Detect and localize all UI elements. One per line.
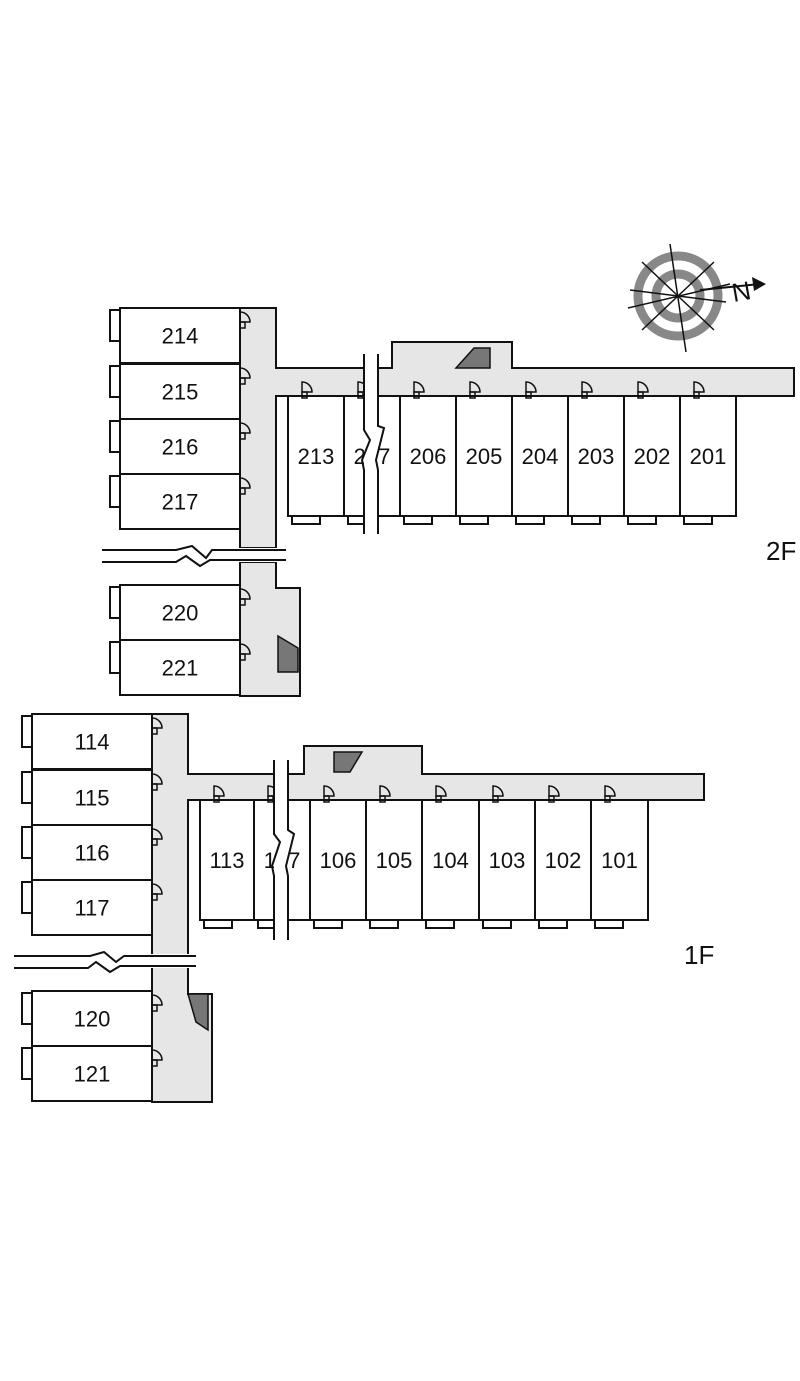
door-icon bbox=[239, 643, 251, 661]
door-icon bbox=[239, 588, 251, 606]
door-icon bbox=[301, 381, 313, 399]
room-number: 117 bbox=[74, 896, 109, 921]
room-204[interactable]: 204 bbox=[511, 381, 569, 525]
room-number: 121 bbox=[74, 1062, 111, 1087]
door-icon bbox=[637, 381, 649, 399]
room-214[interactable]: 214 bbox=[109, 307, 251, 364]
stair-icon bbox=[187, 751, 364, 1032]
door-icon bbox=[492, 785, 504, 803]
door-icon bbox=[379, 785, 391, 803]
room-number: 221 bbox=[162, 656, 199, 681]
room-121[interactable]: 121 bbox=[21, 1045, 163, 1102]
room-number: 202 bbox=[634, 444, 671, 469]
room-117[interactable]: 117 bbox=[21, 879, 163, 936]
floor-label-1f: 1F bbox=[684, 940, 714, 970]
room-104[interactable]: 104 bbox=[421, 785, 480, 929]
break-line-icon bbox=[14, 760, 296, 974]
room-number: 214 bbox=[162, 324, 199, 349]
door-icon bbox=[239, 422, 251, 440]
compass-icon: N bbox=[627, 243, 766, 353]
door-icon bbox=[525, 381, 537, 399]
door-icon bbox=[323, 785, 335, 803]
room-120[interactable]: 120 bbox=[21, 990, 163, 1047]
room-114[interactable]: 114 bbox=[21, 713, 163, 770]
room-number: 105 bbox=[376, 848, 413, 873]
stair-icon bbox=[277, 347, 491, 673]
room-215[interactable]: 215 bbox=[109, 363, 251, 420]
room-203[interactable]: 203 bbox=[567, 381, 625, 525]
door-icon bbox=[435, 785, 447, 803]
door-icon bbox=[151, 1049, 163, 1067]
room-220[interactable]: 220 bbox=[109, 584, 251, 641]
room-217[interactable]: 217 bbox=[109, 473, 251, 530]
room-115[interactable]: 115 bbox=[21, 769, 163, 826]
room-106[interactable]: 106 bbox=[309, 785, 367, 929]
door-icon bbox=[151, 717, 163, 735]
room-216[interactable]: 216 bbox=[109, 418, 251, 475]
wing-rooms-2f: 214 215 216 217 220 221 bbox=[109, 307, 251, 696]
floor-label-2f: 2F bbox=[766, 536, 796, 566]
corridor-1f-wing-lower bbox=[151, 965, 213, 1103]
room-206[interactable]: 206 bbox=[399, 381, 457, 525]
door-icon bbox=[151, 828, 163, 846]
door-icon bbox=[151, 994, 163, 1012]
room-number: 120 bbox=[74, 1007, 111, 1032]
room-number: 217 bbox=[162, 490, 199, 515]
door-icon bbox=[239, 367, 251, 385]
room-201[interactable]: 201 bbox=[679, 381, 737, 525]
room-105[interactable]: 105 bbox=[365, 785, 423, 929]
room-number: 213 bbox=[298, 444, 335, 469]
room-103[interactable]: 103 bbox=[478, 785, 536, 929]
room-101[interactable]: 101 bbox=[590, 785, 649, 929]
room-213[interactable]: 213 bbox=[287, 381, 345, 525]
main-rooms-2f: 213207206205204203202201 bbox=[287, 381, 737, 525]
room-number: 114 bbox=[74, 730, 109, 755]
door-icon bbox=[151, 773, 163, 791]
room-number: 103 bbox=[489, 848, 526, 873]
room-number: 104 bbox=[432, 848, 469, 873]
door-icon bbox=[151, 883, 163, 901]
room-number: 216 bbox=[162, 435, 199, 460]
room-number: 116 bbox=[74, 841, 109, 866]
room-number: 106 bbox=[320, 848, 357, 873]
room-number: 204 bbox=[522, 444, 559, 469]
room-number: 215 bbox=[162, 380, 199, 405]
corridor-2f-wing-lower bbox=[239, 561, 301, 697]
room-number: 203 bbox=[578, 444, 615, 469]
door-icon bbox=[239, 311, 251, 329]
room-number: 113 bbox=[209, 848, 244, 873]
room-number: 115 bbox=[74, 786, 109, 811]
room-116[interactable]: 116 bbox=[21, 824, 163, 881]
room-number: 205 bbox=[466, 444, 503, 469]
door-icon bbox=[548, 785, 560, 803]
room-number: 102 bbox=[545, 848, 582, 873]
compass-north-label: N bbox=[729, 275, 753, 308]
door-icon bbox=[213, 785, 225, 803]
room-number: 220 bbox=[162, 601, 199, 626]
door-icon bbox=[239, 477, 251, 495]
door-icon bbox=[469, 381, 481, 399]
door-icon bbox=[604, 785, 616, 803]
break-line-icon bbox=[102, 354, 386, 568]
wing-rooms-1f: 114 115 116 117 120 121 bbox=[21, 713, 163, 1102]
room-102[interactable]: 102 bbox=[534, 785, 592, 929]
main-rooms-1f: 113107106105104103102101 bbox=[199, 785, 649, 929]
room-202[interactable]: 202 bbox=[623, 381, 681, 525]
door-icon bbox=[581, 381, 593, 399]
room-205[interactable]: 205 bbox=[455, 381, 513, 525]
door-icon bbox=[693, 381, 705, 399]
room-number: 206 bbox=[410, 444, 447, 469]
room-113[interactable]: 113 bbox=[199, 785, 255, 929]
room-number: 201 bbox=[690, 444, 727, 469]
room-221[interactable]: 221 bbox=[109, 639, 251, 696]
room-number: 101 bbox=[601, 848, 638, 873]
door-icon bbox=[413, 381, 425, 399]
